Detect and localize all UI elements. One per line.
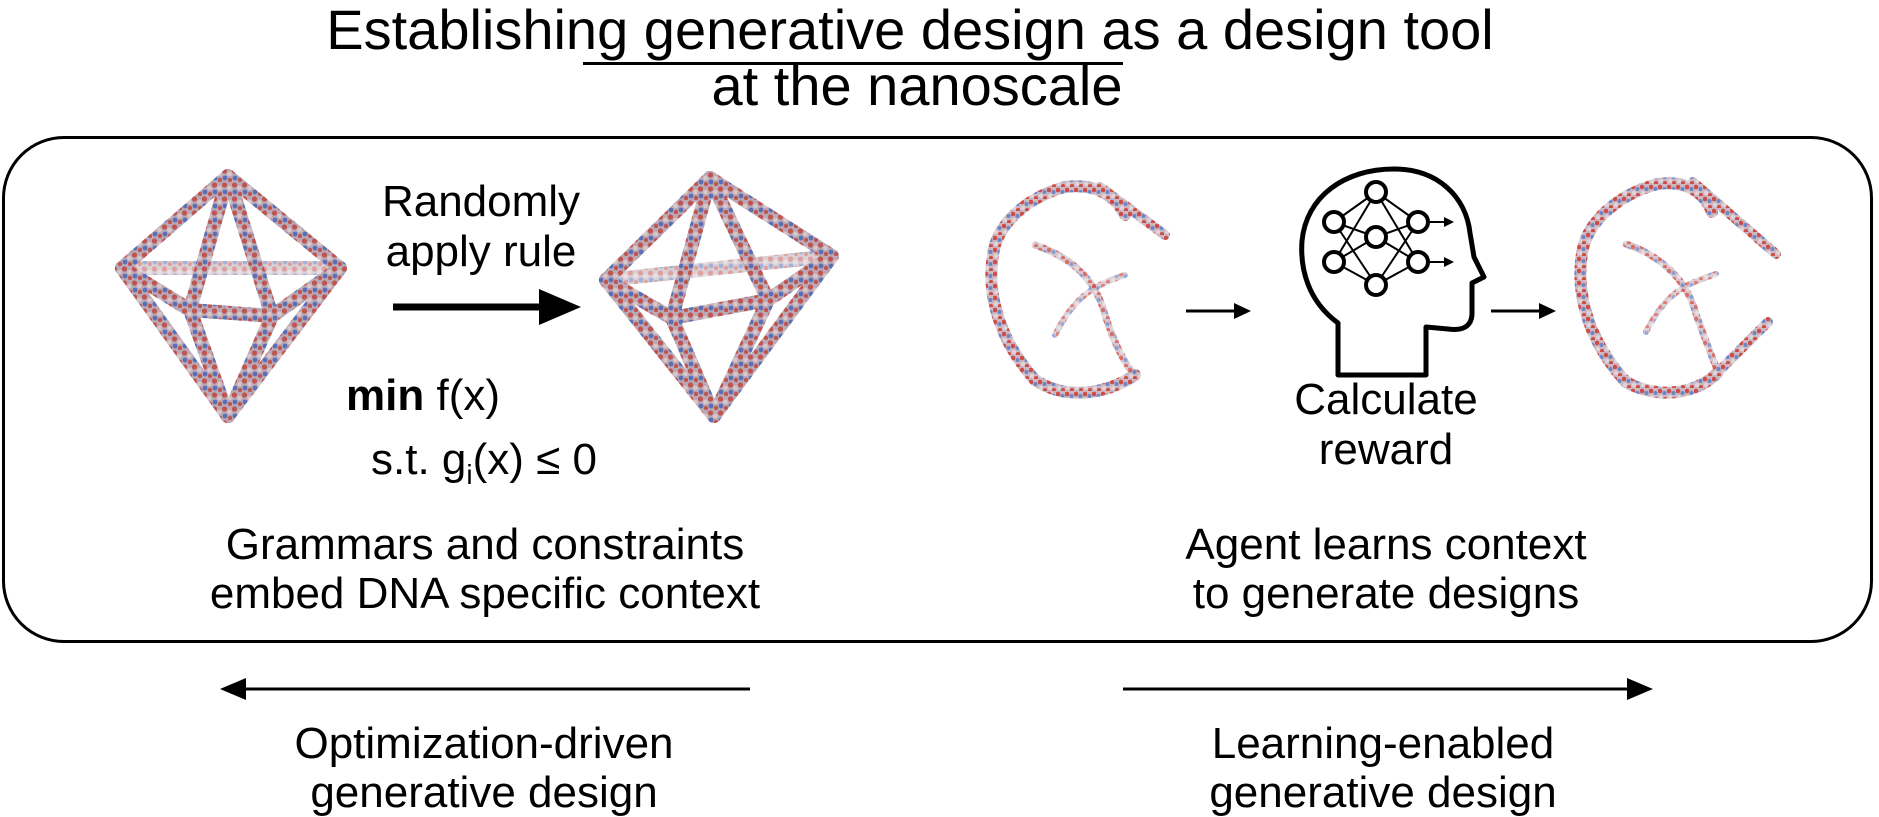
title-underline [583,62,1123,65]
dna-structure-icon [985,180,1170,399]
content-panel [2,136,1873,643]
bottom-right-line1: Learning-enabled [1211,719,1555,768]
small-arrow-icon-2 [1491,303,1556,319]
ai-head-icon [1299,166,1487,378]
arrow-label-line1: Randomly [381,177,581,226]
constraint-prefix: s.t. g [371,435,467,484]
arrow-label-line2: apply rule [385,227,577,276]
objective: min f(x) [346,374,500,418]
right-caption-line1: Agent learns context [1185,520,1587,569]
left-caption-line1: Grammars and constraints [225,520,745,569]
dna-octahedron-icon [115,169,347,423]
objective-keyword: min [346,371,425,420]
right-arrow-icon [393,289,581,325]
brain-label-line1: Calculate [1294,375,1478,424]
dna-structure-icon-2 [1574,177,1781,399]
title-after: as a design tool [1101,0,1494,61]
page-title: Establishing generative design as a desi… [326,2,1493,58]
objective-function: f(x) [436,371,500,420]
dna-octahedron-modified-icon [599,171,839,423]
title-before: Establishing [326,0,629,61]
bottom-left-line1: Optimization-driven [294,719,674,768]
left-long-arrow-icon [220,678,750,700]
bottom-right-line2: generative design [1209,768,1557,817]
left-caption-line2: embed DNA specific context [209,569,761,618]
constraint: s.t. gi(x) ≤ 0 [371,438,597,489]
bottom-left-line2: generative design [310,768,658,817]
page-title-line2: at the nanoscale [711,54,1123,117]
right-long-arrow-icon [1123,678,1653,700]
brain-label-line2: reward [1318,425,1454,474]
constraint-subscript: i [466,459,473,490]
title-highlight: generative design [643,0,1086,61]
right-caption-line2: to generate designs [1192,569,1580,618]
constraint-suffix: (x) ≤ 0 [472,435,597,484]
small-arrow-icon-1 [1186,303,1251,319]
